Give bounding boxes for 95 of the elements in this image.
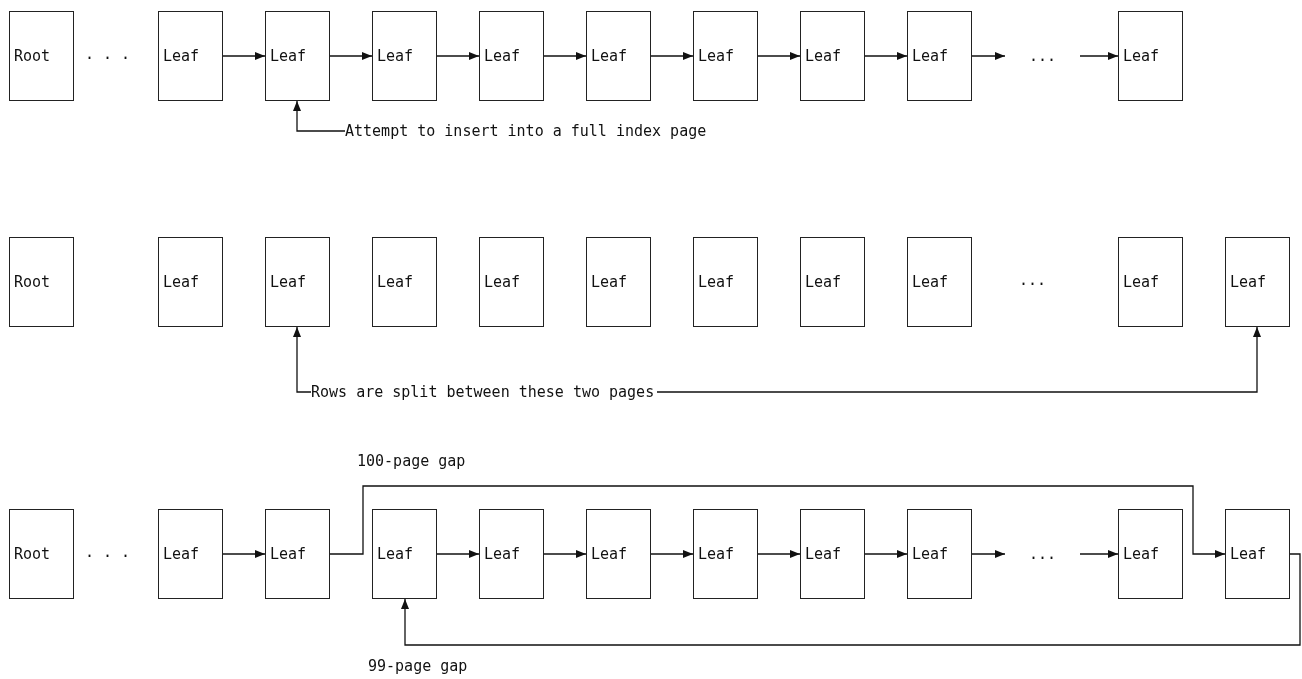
node-text: Root — [14, 47, 51, 65]
node-text: Leaf — [805, 47, 842, 65]
page-box — [9, 11, 74, 101]
node-text: Leaf — [912, 545, 949, 563]
page-box — [800, 11, 865, 101]
node-text: Leaf — [698, 47, 735, 65]
node-text: Leaf — [1230, 273, 1267, 291]
page-box — [1118, 509, 1183, 599]
node-text: Leaf — [484, 545, 521, 563]
page-box — [800, 237, 865, 327]
arrow — [436, 550, 480, 558]
arrow — [971, 550, 1006, 558]
node-text: Leaf — [591, 545, 628, 563]
arrow — [971, 52, 1006, 60]
node-text: Leaf — [698, 545, 735, 563]
node-text: Root — [14, 273, 51, 291]
node-text: Leaf — [163, 273, 200, 291]
node-text: Leaf — [270, 545, 307, 563]
page-box — [479, 237, 544, 327]
node-text: Leaf — [912, 47, 949, 65]
page-box — [586, 11, 651, 101]
node-text: Leaf — [1123, 545, 1160, 563]
node-text: Leaf — [805, 273, 842, 291]
page-box — [158, 11, 223, 101]
node-text: Leaf — [377, 273, 414, 291]
arrow — [543, 52, 587, 60]
arrow — [293, 326, 312, 393]
page-box — [372, 11, 437, 101]
page-box — [372, 509, 437, 599]
page-box — [372, 237, 437, 327]
page-box — [9, 237, 74, 327]
node-text: Leaf — [591, 47, 628, 65]
page-box — [1118, 237, 1183, 327]
ellipsis: ... — [1019, 271, 1047, 289]
arrow — [293, 100, 346, 132]
node-text: Leaf — [270, 273, 307, 291]
arrow — [329, 485, 1226, 558]
page-box — [693, 509, 758, 599]
ellipsis: ... — [1028, 545, 1057, 563]
arrow — [436, 52, 480, 60]
arrow — [656, 326, 1261, 393]
node-text: Leaf — [1123, 273, 1160, 291]
page-box — [693, 237, 758, 327]
annotation-text: Attempt to insert into a full index page — [345, 122, 707, 140]
node-text: Leaf — [377, 545, 414, 563]
arrow — [757, 52, 801, 60]
page-box — [907, 11, 972, 101]
node-text: Root — [14, 545, 51, 563]
page-box — [265, 509, 330, 599]
page-box — [907, 237, 972, 327]
node-text: Leaf — [1123, 47, 1160, 65]
annotation-text: Rows are split between these two pages — [311, 383, 655, 401]
page-box — [9, 509, 74, 599]
arrow — [1079, 52, 1119, 60]
node-text: Leaf — [484, 47, 521, 65]
arrow — [650, 550, 694, 558]
arrow — [757, 550, 801, 558]
node-text: Leaf — [270, 47, 307, 65]
arrow — [401, 553, 1301, 646]
page-box — [265, 237, 330, 327]
node-text: Leaf — [1230, 545, 1267, 563]
page-box — [479, 11, 544, 101]
page-box — [158, 509, 223, 599]
page-box — [479, 509, 544, 599]
arrow — [543, 550, 587, 558]
node-text: Leaf — [591, 273, 628, 291]
page-box — [1225, 509, 1290, 599]
arrow — [1079, 550, 1119, 558]
node-text: Leaf — [484, 273, 521, 291]
edge-label: 100-page gap — [357, 452, 466, 470]
page-box — [265, 11, 330, 101]
node-text: Leaf — [163, 545, 200, 563]
arrow — [329, 52, 373, 60]
page-box — [1118, 11, 1183, 101]
page-box — [586, 509, 651, 599]
page-box — [586, 237, 651, 327]
node-text: Leaf — [805, 545, 842, 563]
arrow — [864, 550, 908, 558]
page-box — [1225, 237, 1290, 327]
arrow — [222, 52, 266, 60]
page-box — [693, 11, 758, 101]
arrow — [864, 52, 908, 60]
ellipsis: . . . — [85, 543, 131, 561]
arrow — [650, 52, 694, 60]
node-text: Leaf — [698, 273, 735, 291]
node-text: Leaf — [163, 47, 200, 65]
page-box — [907, 509, 972, 599]
ellipsis: ... — [1028, 47, 1057, 65]
page-box — [800, 509, 865, 599]
ellipsis: . . . — [85, 45, 131, 63]
arrow — [222, 550, 266, 558]
node-text: Leaf — [912, 273, 949, 291]
node-text: Leaf — [377, 47, 414, 65]
edge-label: 99-page gap — [368, 657, 468, 675]
page-box — [158, 237, 223, 327]
